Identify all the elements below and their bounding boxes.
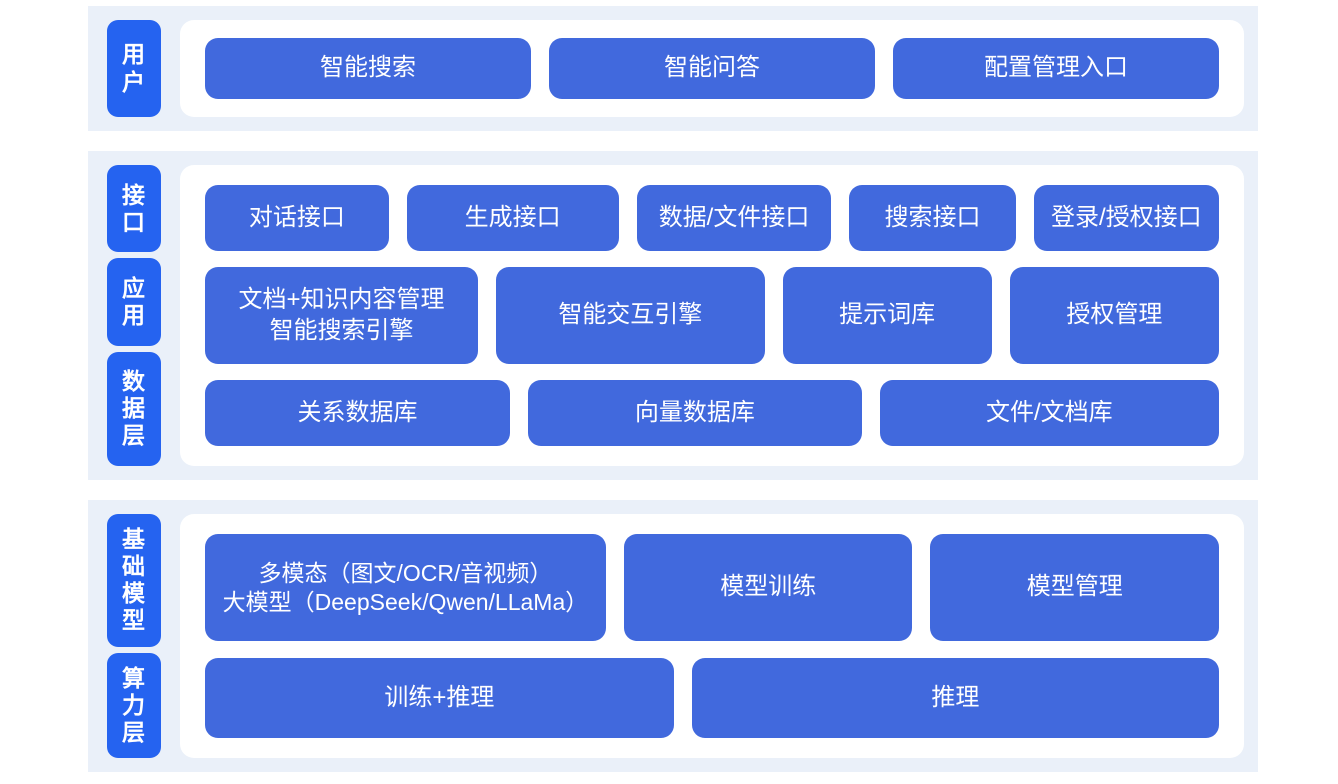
box-smart-qa-label: 智能问答: [664, 54, 760, 82]
interface-row: 对话接口 生成接口 数据/文件接口 搜索接口 登录/授权接口: [205, 185, 1219, 252]
box-model-training[interactable]: 模型训练: [623, 534, 913, 642]
layer-label-application: 应 用: [107, 258, 161, 346]
box-model-management-label: 模型管理: [1026, 573, 1123, 601]
layer-label-data-layer-char-2: 层: [122, 422, 146, 449]
layer-label-application-char-0: 应: [122, 274, 146, 301]
box-document-knowledge-management-line-0: 文档+知识内容管理: [238, 285, 445, 313]
card-platform: 对话接口 生成接口 数据/文件接口 搜索接口 登录/授权接口 文档+知识内容管理: [180, 165, 1244, 466]
user-entry-row: 智能搜索 智能问答 配置管理入口: [205, 38, 1219, 99]
box-model-training-label: 模型训练: [720, 573, 817, 601]
layer-label-compute-layer: 算 力 层: [107, 652, 161, 758]
layer-label-application-char-1: 用: [122, 301, 146, 328]
layer-label-foundation-model: 基 础 模 型: [107, 514, 161, 647]
label-column-infrastructure: 基 础 模 型 算 力 层: [88, 500, 180, 772]
data-layer-row: 关系数据库 向量数据库 文件/文档库: [205, 379, 1219, 446]
box-search-api-label: 搜索接口: [884, 203, 981, 231]
layer-label-compute-layer-char-2: 层: [122, 718, 146, 745]
box-smart-search-label: 智能搜索: [320, 54, 416, 82]
box-authorization-management[interactable]: 授权管理: [1009, 267, 1220, 364]
layer-label-interface-char-1: 口: [122, 208, 146, 235]
box-generation-api-label: 生成接口: [464, 203, 561, 231]
box-smart-interaction-engine[interactable]: 智能交互引擎: [496, 267, 765, 364]
layer-label-data-layer-char-0: 数: [122, 368, 146, 395]
layer-label-user-char-1: 户: [122, 68, 146, 95]
card-user: 智能搜索 智能问答 配置管理入口: [180, 20, 1244, 117]
section-infrastructure: 基 础 模 型 算 力 层 多模态（图文/OCR/音视频） 大模型（DeepSe…: [88, 500, 1258, 772]
box-relational-database-label: 关系数据库: [297, 398, 418, 426]
box-dialog-api[interactable]: 对话接口: [205, 185, 389, 252]
box-data-file-api[interactable]: 数据/文件接口: [636, 185, 832, 252]
box-smart-search[interactable]: 智能搜索: [205, 38, 531, 99]
layer-label-interface: 接 口: [107, 165, 161, 253]
layer-label-data-layer-char-1: 据: [122, 395, 146, 422]
layer-label-data-layer: 数 据 层: [107, 351, 161, 467]
box-multimodal-large-model[interactable]: 多模态（图文/OCR/音视频） 大模型（DeepSeek/Qwen/LLaMa）: [205, 534, 606, 642]
layer-label-foundation-model-char-0: 基: [122, 526, 146, 553]
layer-label-foundation-model-char-2: 模: [122, 580, 146, 607]
section-user: 用 户 智能搜索 智能问答 配置管理入口: [88, 6, 1258, 131]
box-generation-api[interactable]: 生成接口: [406, 185, 619, 252]
box-document-knowledge-management[interactable]: 文档+知识内容管理 智能搜索引擎: [205, 267, 479, 364]
foundation-model-row: 多模态（图文/OCR/音视频） 大模型（DeepSeek/Qwen/LLaMa）…: [205, 534, 1219, 642]
box-training-inference[interactable]: 训练+推理: [205, 658, 674, 738]
box-login-auth-api-label: 登录/授权接口: [1051, 203, 1202, 231]
box-authorization-management-label: 授权管理: [1066, 301, 1163, 329]
box-model-management[interactable]: 模型管理: [930, 534, 1219, 642]
box-prompt-library[interactable]: 提示词库: [782, 267, 992, 364]
layer-label-foundation-model-char-1: 础: [122, 553, 146, 580]
box-multimodal-large-model-line-0: 多模态（图文/OCR/音视频）: [258, 559, 553, 586]
layer-label-user-char-0: 用: [122, 41, 146, 68]
box-vector-database-label: 向量数据库: [634, 398, 755, 426]
box-config-management-entry[interactable]: 配置管理入口: [893, 38, 1219, 99]
box-training-inference-label: 训练+推理: [384, 683, 495, 711]
label-column-platform: 接 口 应 用 数 据 层: [88, 151, 180, 480]
compute-layer-row: 训练+推理 推理: [205, 658, 1219, 738]
box-prompt-library-label: 提示词库: [839, 301, 936, 329]
box-dialog-api-label: 对话接口: [248, 203, 345, 231]
box-document-knowledge-management-line-1: 智能搜索引擎: [269, 316, 414, 344]
application-row: 文档+知识内容管理 智能搜索引擎 智能交互引擎 提示词库 授权管理: [205, 267, 1220, 364]
layer-label-compute-layer-char-1: 力: [122, 691, 146, 718]
box-relational-database[interactable]: 关系数据库: [205, 379, 511, 446]
box-login-auth-api[interactable]: 登录/授权接口: [1033, 185, 1219, 252]
layer-label-compute-layer-char-0: 算: [122, 664, 146, 691]
section-platform: 接 口 应 用 数 据 层 对话接口 生成接口: [88, 151, 1258, 480]
label-column-user: 用 户: [88, 6, 180, 131]
box-inference-label: 推理: [931, 683, 980, 711]
box-vector-database[interactable]: 向量数据库: [528, 379, 862, 446]
layer-label-user: 用 户: [107, 20, 161, 117]
layer-label-foundation-model-char-3: 型: [122, 607, 146, 634]
box-multimodal-large-model-line-1: 大模型（DeepSeek/Qwen/LLaMa）: [222, 588, 589, 615]
card-infrastructure: 多模态（图文/OCR/音视频） 大模型（DeepSeek/Qwen/LLaMa）…: [180, 514, 1244, 758]
layer-label-interface-char-0: 接: [122, 181, 146, 208]
box-search-api[interactable]: 搜索接口: [849, 185, 1016, 252]
box-file-document-store[interactable]: 文件/文档库: [879, 379, 1219, 446]
box-inference[interactable]: 推理: [691, 658, 1219, 738]
box-data-file-api-label: 数据/文件接口: [658, 203, 810, 231]
box-config-management-entry-label: 配置管理入口: [984, 54, 1128, 82]
box-smart-interaction-engine-label: 智能交互引擎: [558, 301, 703, 329]
box-file-document-store-label: 文件/文档库: [986, 398, 1113, 426]
box-smart-qa[interactable]: 智能问答: [549, 38, 875, 99]
